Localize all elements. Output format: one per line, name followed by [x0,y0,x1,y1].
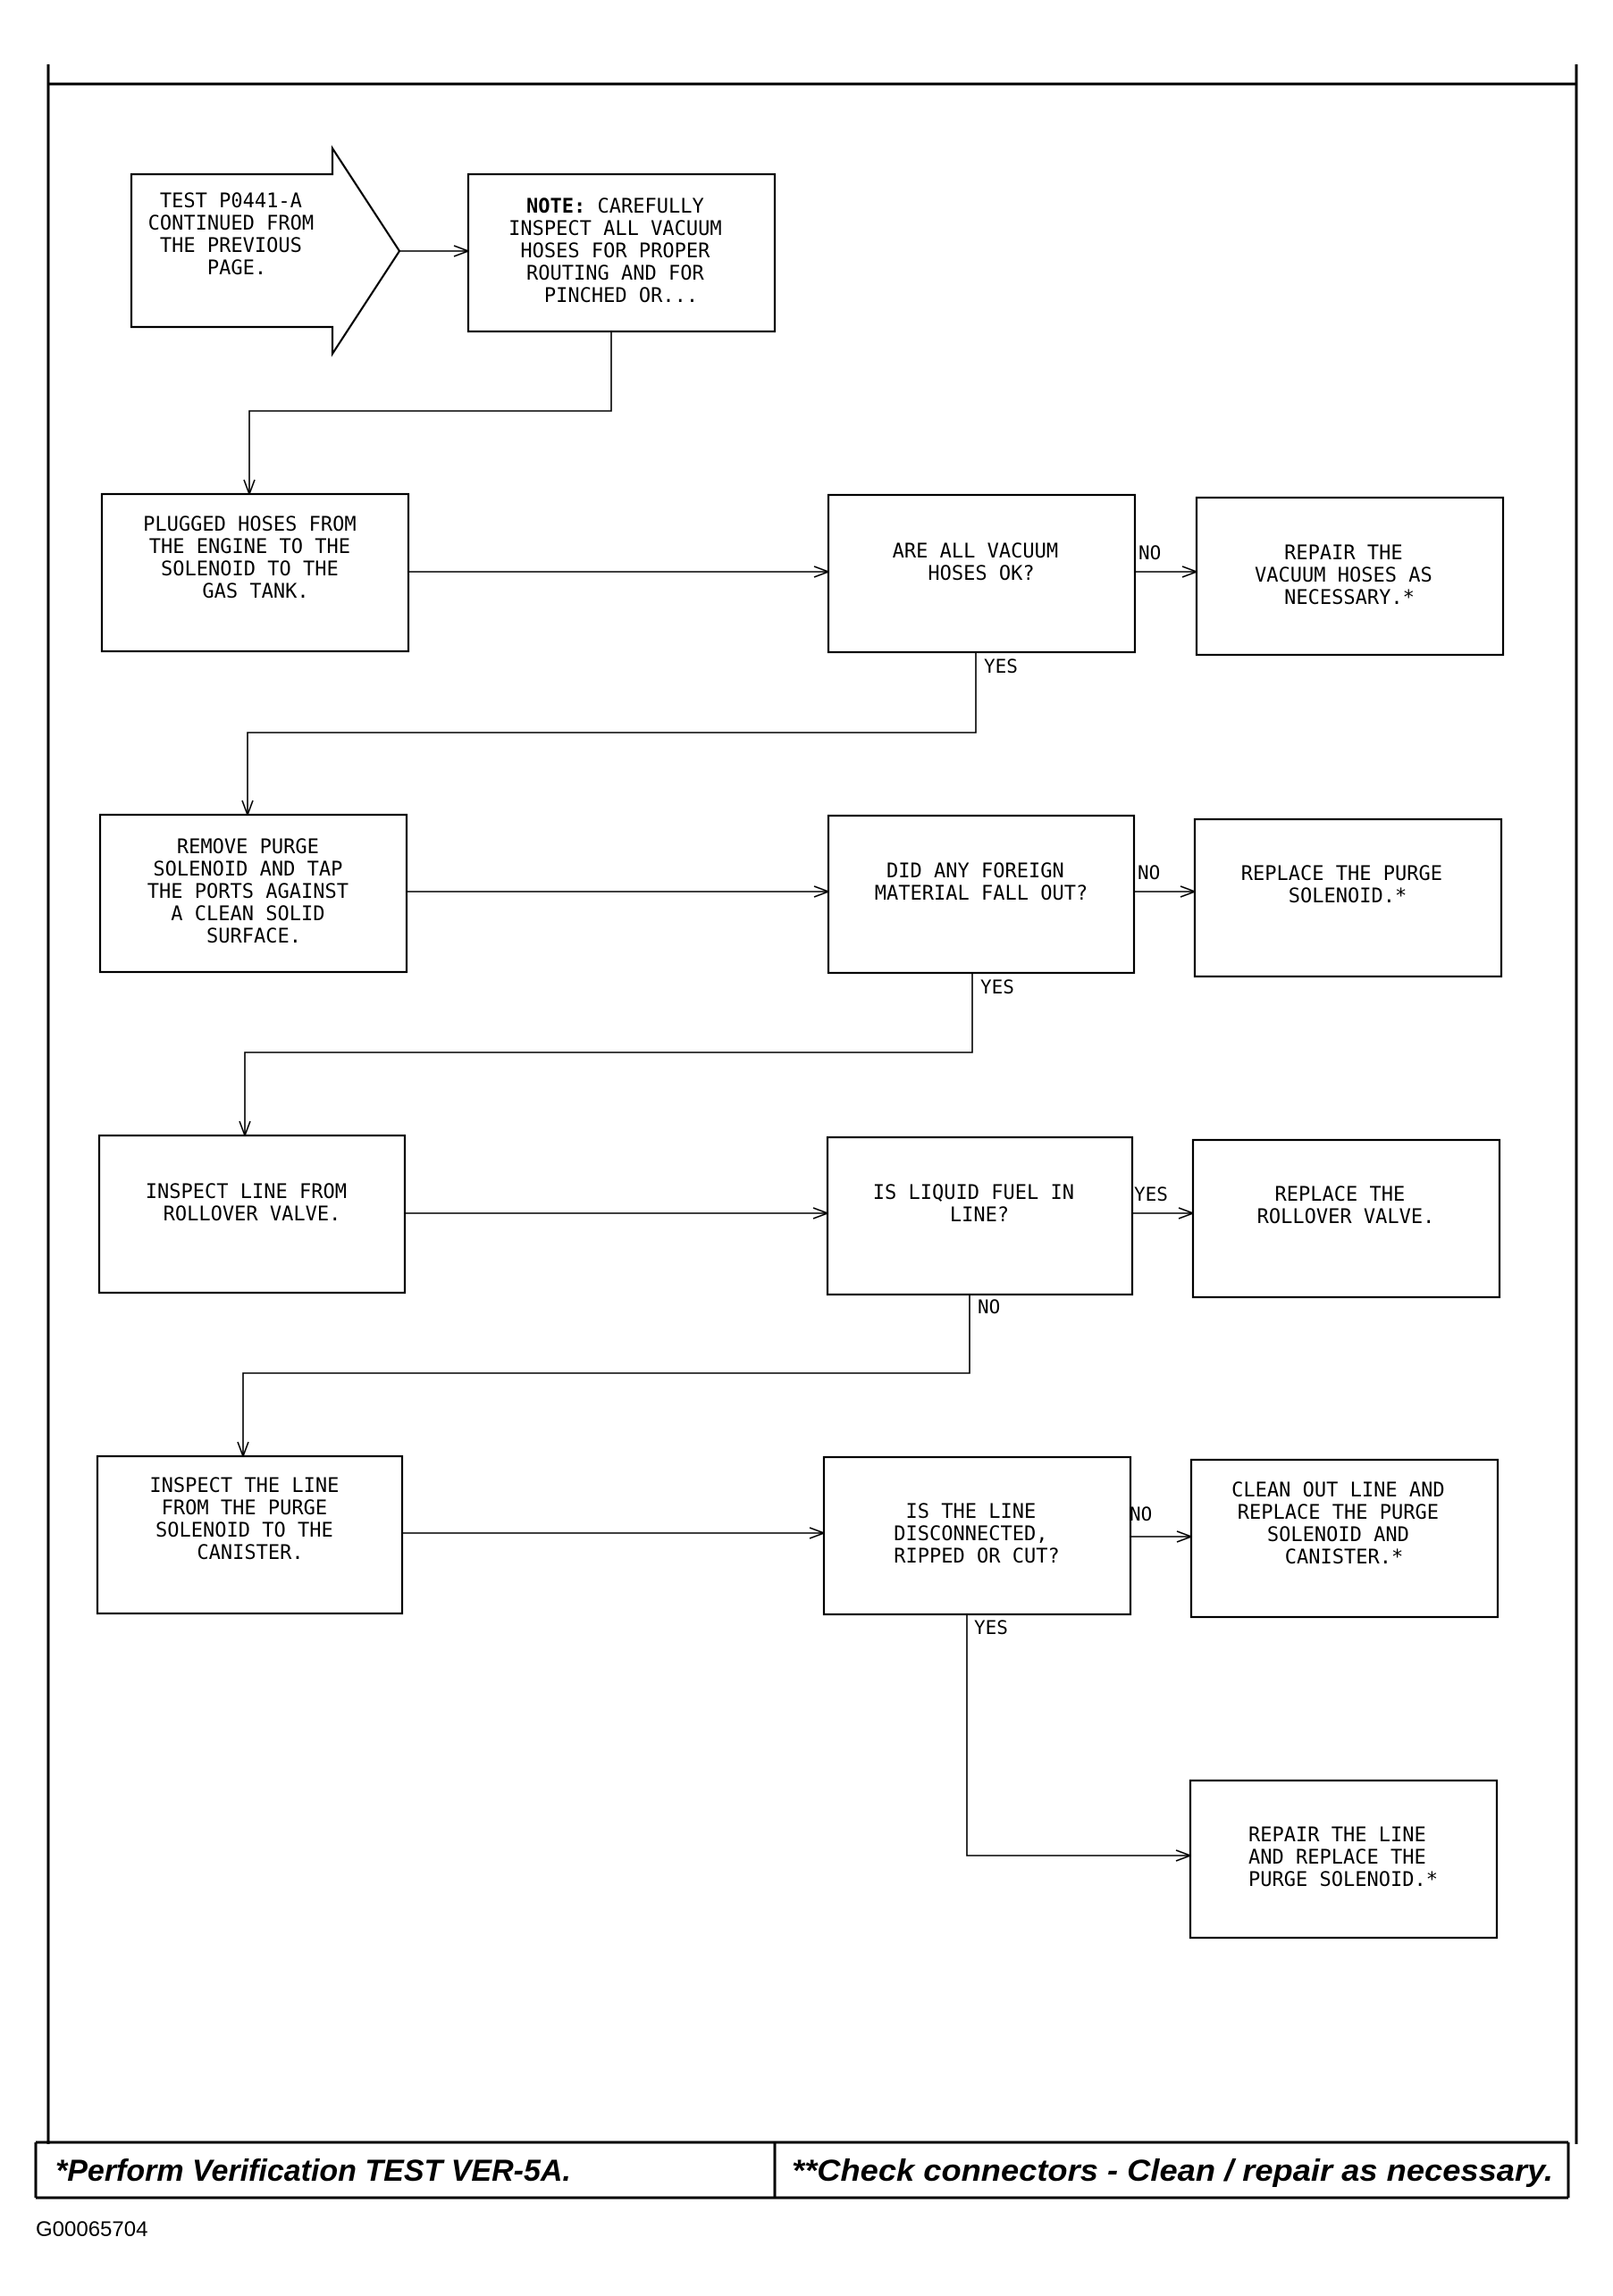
start-text: TEST P0441-A CONTINUED FROM THE PREVIOUS… [148,190,326,280]
footer-right-note: **Check connectors - Clean / repair as n… [792,2154,1553,2188]
step-2-action-box [98,813,408,974]
figure-id: G00065704 [36,2217,147,2242]
connector-step2-yes [245,973,973,1135]
connector-step3-no [243,1294,970,1456]
step-1-side-label: NO [1138,542,1161,564]
step-1-question-box [827,493,1137,654]
step-3-question-box [826,1135,1134,1296]
step-1-action-box [100,492,410,653]
step-1-action-text: PLUGGED HOSES FROM THE ENGINE TO THE SOL… [143,514,368,603]
final-box [1189,1779,1499,1940]
step-4-action-box [96,1454,404,1615]
step-3-question-text: IS LIQUID FUEL IN LINE? [873,1182,1086,1227]
footer-left-note: *Perform Verification TEST VER-5A. [55,2154,571,2188]
step-3-action-text: INSPECT LINE FROM ROLLOVER VALVE. [146,1181,358,1226]
step-4-action-text: INSPECT THE LINE FROM THE PURGE SOLENOID… [149,1475,350,1564]
page-frame [34,64,1578,2200]
step-2-down-label: YES [980,976,1014,998]
note-text: NOTE: CAREFULLY INSPECT ALL VACUUM HOSES… [508,196,734,307]
step-2-side-result-box [1193,817,1503,978]
connector-step1-yes [248,652,977,815]
step-3-side-result-text: REPLACE THE ROLLOVER VALVE. [1257,1184,1435,1228]
step-2-side-label: NO [1138,862,1160,884]
step-2-action-text: REMOVE PURGE SOLENOID AND TAP THE PORTS … [147,836,360,948]
step-4-question-text: IS THE LINE DISCONNECTED, RIPPED OR CUT? [894,1501,1059,1568]
step-2-side-result-text: REPLACE THE PURGE SOLENOID.* [1241,863,1454,908]
note-box [466,172,777,333]
step-1: PLUGGED HOSES FROM THE ENGINE TO THE SOL… [100,492,1505,677]
step-3: INSPECT LINE FROM ROLLOVER VALVE. IS LIQ… [97,1134,1501,1318]
step-4-question-box [822,1455,1132,1616]
step-2-question-text: DID ANY FOREIGN MATERIAL FALL OUT? [875,860,1088,905]
step-3-side-label: YES [1134,1184,1168,1205]
step-1-side-result-text: REPAIR THE VACUUM HOSES AS NECESSARY.* [1255,542,1444,609]
step-4-down-label: YES [974,1617,1008,1638]
start-arrow-shape [130,145,401,357]
step-1-question-text: ARE ALL VACUUM HOSES OK? [893,540,1071,585]
note-heading: NOTE: [526,196,585,218]
step-3-down-label: NO [978,1296,1000,1318]
connector-note-to-step1 [249,331,612,494]
step-4-side-result-box [1189,1458,1500,1619]
step-3-action-box [97,1134,407,1295]
step-4-side-result-text: CLEAN OUT LINE AND REPLACE THE PURGE SOL… [1231,1479,1457,1569]
final-text: REPAIR THE LINE AND REPLACE THE PURGE SO… [1248,1824,1438,1891]
connectors [243,251,1197,1856]
step-1-side-result-box [1195,496,1505,657]
step-3-side-result-box [1191,1138,1501,1299]
step-2-question-box [827,814,1136,975]
step-1-down-label: YES [984,656,1018,677]
step-4-side-label: NO [1130,1504,1152,1525]
connector-step4-yes [966,1615,1190,1856]
step-2: REMOVE PURGE SOLENOID AND TAP THE PORTS … [98,813,1503,998]
step-4: INSPECT THE LINE FROM THE PURGE SOLENOID… [96,1454,1500,1638]
